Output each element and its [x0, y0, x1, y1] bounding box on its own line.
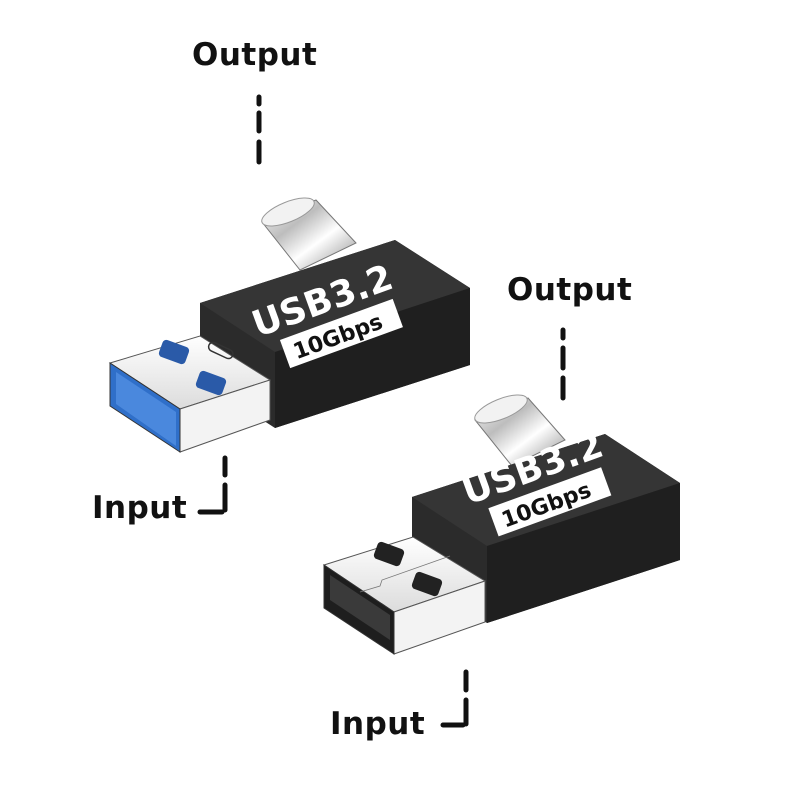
input-leader-1: [197, 455, 228, 515]
badge-speed-box-2: [488, 467, 612, 537]
usb-a-plug-black: [322, 536, 487, 655]
pin-window-1a: [158, 339, 190, 365]
output-label-1: Output: [192, 37, 318, 73]
input-label-1: Input: [92, 490, 188, 526]
pin-window-1b: [195, 370, 227, 396]
usb-c-connector-1: [261, 197, 357, 271]
badge-speed-box-1: [279, 298, 403, 369]
output-label-2: Output: [507, 272, 633, 308]
pin-window-2a: [373, 541, 405, 567]
input-leader-2: [440, 669, 469, 728]
input-label-2: Input: [330, 706, 426, 742]
usb-a-plug-blue: [108, 335, 272, 453]
usb-c-connector-2: [474, 394, 566, 467]
adapter-2: USB3.2 10Gbps: [322, 394, 680, 655]
pin-window-2b: [411, 571, 443, 597]
adapter-1: USB3.2 10Gbps: [108, 197, 470, 453]
